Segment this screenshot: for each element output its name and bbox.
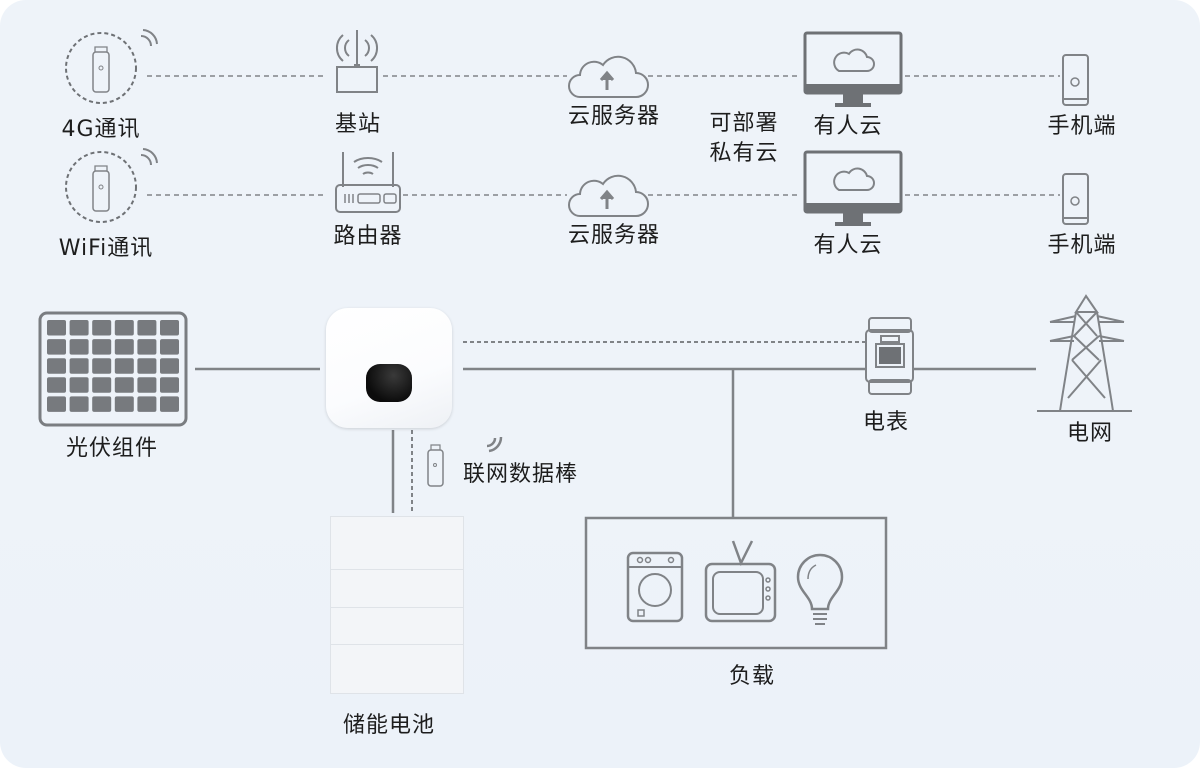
load-box [584,516,888,650]
signal-waves-icon [486,436,503,453]
solar-cell [114,396,134,412]
solar-cell [160,377,179,393]
label-grid: 电网 [1066,421,1114,446]
solar-cell [137,339,157,355]
cloud-upload-icon [568,55,649,98]
solar-cell [137,358,157,374]
solar-cell [69,339,89,355]
label-battery: 储能电池 [342,713,436,738]
label-router: 路由器 [333,224,403,249]
inverter-display [366,364,412,402]
battery-module [330,644,464,694]
solar-cell [47,320,66,336]
solar-cell [160,320,179,336]
label-private-cloud-line1: 可部署 [709,111,779,136]
cloud-upload-icon [568,174,649,217]
label-base-station: 基站 [334,112,382,137]
label-4g: 4G通讯 [61,117,141,142]
inverter-device [326,308,452,428]
label-cloud: 有人云 [813,114,883,139]
label-mobile: 手机端 [1047,114,1117,139]
solar-cell [47,358,66,374]
data-stick-icon [427,444,444,487]
energy-meter-icon [865,317,914,395]
signal-waves-icon [140,148,158,166]
solar-cell [137,396,157,412]
label-load: 负载 [728,664,776,689]
wifi-device-icon [65,151,137,223]
solar-cell [69,377,89,393]
solar-cell [69,358,89,374]
base-station-icon [336,30,378,93]
solar-cell [92,339,112,355]
solar-cell [92,320,112,336]
signal-waves-icon [140,29,158,47]
washing-machine-icon [626,551,684,623]
label-pv: 光伏组件 [65,436,159,461]
label-private-cloud-line2: 私有云 [709,141,779,166]
router-icon [335,152,401,213]
monitor-cloud-icon [803,150,903,226]
solar-cell [47,377,66,393]
battery-module [330,607,464,645]
solar-cell [160,396,179,412]
label-meter: 电表 [862,410,910,435]
label-wifi: WiFi通讯 [58,236,154,261]
phone-icon [1062,54,1089,106]
battery-stack [330,516,464,696]
battery-module [330,569,464,608]
solar-cell [69,320,89,336]
label-mobile: 手机端 [1047,233,1117,258]
solar-cell [47,396,66,412]
monitor-cloud-icon [803,31,903,107]
solar-cell [137,377,157,393]
power-tower-icon [1037,294,1132,412]
television-icon [704,540,777,623]
solar-cell [114,320,134,336]
label-cloud: 有人云 [813,233,883,258]
solar-cell [92,396,112,412]
solar-cell [114,377,134,393]
solar-cell [92,358,112,374]
phone-icon [1062,173,1089,225]
label-data-stick: 联网数据棒 [463,462,579,487]
solar-cell [160,339,179,355]
label-cloud-server: 云服务器 [567,223,661,248]
label-cloud-server: 云服务器 [567,104,661,129]
solar-panel-icon [38,311,188,427]
solar-cell [137,320,157,336]
solar-cell [47,339,66,355]
solar-cell [114,339,134,355]
solar-cell [160,358,179,374]
solar-cell [69,396,89,412]
solar-cell [92,377,112,393]
lte-device-icon [65,32,137,104]
solar-cell [114,358,134,374]
battery-control-module [330,516,464,570]
light-bulb-icon [796,553,844,625]
